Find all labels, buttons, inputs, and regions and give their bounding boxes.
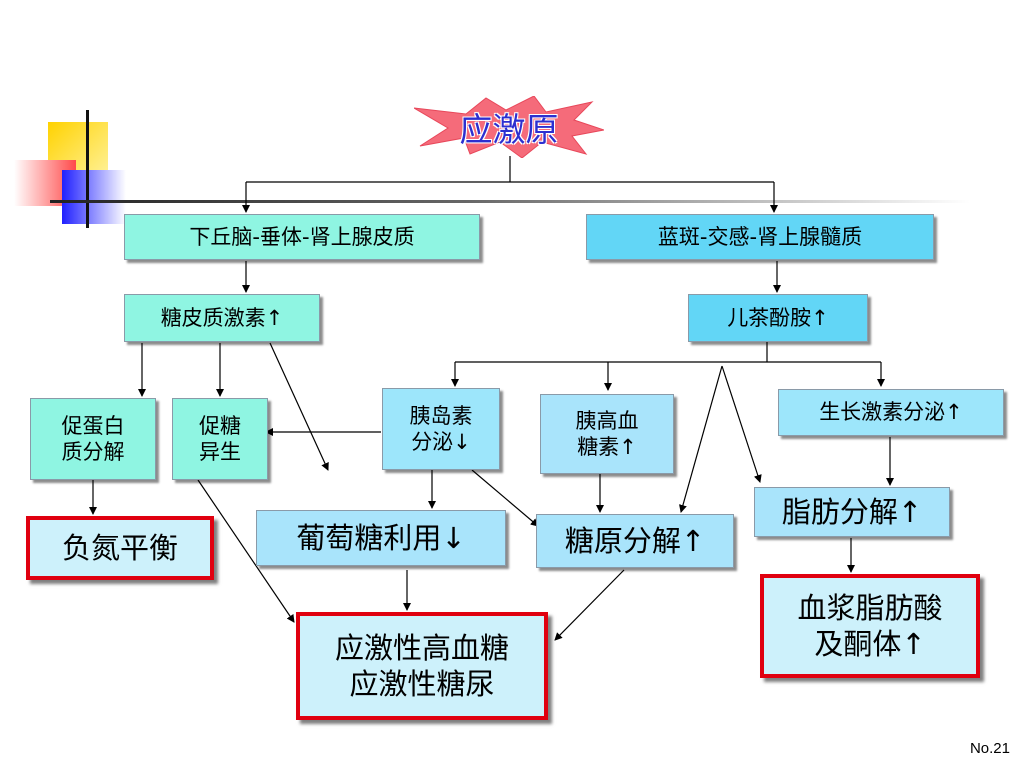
node-stress-hyperglycemia: 应激性高血糖 应激性糖尿	[296, 612, 548, 720]
node-hpa-axis: 下丘脑-垂体-肾上腺皮质	[124, 214, 480, 260]
title-burst-shape	[414, 96, 604, 158]
node-protein-breakdown: 促蛋白 质分解	[30, 398, 156, 480]
node-locus-sympathetic: 蓝斑-交感-肾上腺髓质	[586, 214, 934, 260]
node-plasma-fatty-acid: 血浆脂肪酸 及酮体↑	[760, 574, 980, 678]
node-glucagon: 胰高血 糖素↑	[540, 394, 674, 474]
node-lipolysis: 脂肪分解↑	[754, 487, 950, 537]
node-glucose-utilization: 葡萄糖利用↓	[256, 510, 506, 566]
decor-blue-square	[62, 170, 126, 224]
decor-vertical-line	[86, 110, 89, 228]
node-growth-hormone: 生长激素分泌↑	[778, 389, 1004, 436]
node-insulin: 胰岛素 分泌↓	[382, 388, 500, 470]
decor-horizontal-line	[50, 200, 970, 203]
node-catecholamine: 儿茶酚胺↑	[688, 294, 868, 342]
node-glucocorticoid: 糖皮质激素↑	[124, 294, 320, 342]
node-glycogenolysis: 糖原分解↑	[536, 514, 734, 568]
diagram-title: 应激原	[459, 110, 559, 149]
page-number: No.21	[969, 740, 1010, 757]
node-gluconeogenesis: 促糖 异生	[172, 398, 268, 480]
node-negative-nitrogen-balance: 负氮平衡	[26, 516, 214, 580]
